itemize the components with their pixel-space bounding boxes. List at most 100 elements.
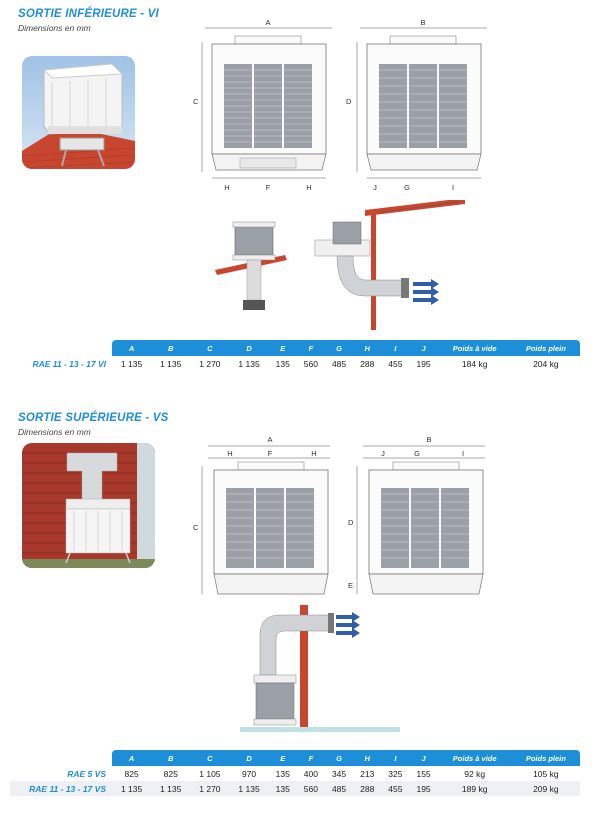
table-cell: 455 [381,781,410,796]
dim-label-b: B [420,18,425,27]
dim-label-f: F [266,183,271,192]
table-cell: 1 270 [190,781,230,796]
table-cell: 825 [163,768,178,779]
dim-label-c: C [193,97,199,106]
dim-label-f: F [268,449,273,458]
dim-label-h-left: H [227,449,232,458]
col-header: I [381,750,410,766]
table-cell: 560 [296,781,325,796]
col-header: Poids plein [511,340,580,356]
table-cell: 288 [360,358,375,369]
model-name: RAE 11 - 13 - 17 VI [32,358,106,369]
col-header: J [409,750,438,766]
table-cell: 135 [268,781,297,796]
table-cell: 184 kg [461,358,488,369]
table-cell: 1 105 [199,768,221,779]
section-vs-subtitle: Dimensions en mm [18,427,91,437]
table-cell: 1 135 [238,358,260,369]
dim-label-a: A [267,435,272,444]
col-header: B [151,750,191,766]
col-header: C [190,340,230,356]
col-header: E [268,340,297,356]
table-header-row: A B C D E F G H I J Poids à vide Poids p… [10,750,580,766]
table-cell: 105 kg [533,768,559,779]
col-header: F [296,340,325,356]
col-header: B [151,340,191,356]
installation-diagram-vi [215,200,465,330]
col-header: Poids plein [511,750,580,766]
col-header: H [353,750,382,766]
model-name: RAE 11 - 13 - 17 VS [10,781,112,796]
col-header: Poids à vide [437,750,512,766]
table-cell: 155 [416,768,431,779]
dim-label-c: C [193,523,199,532]
col-header: A [112,340,152,356]
table-cell: 1 270 [199,358,221,369]
table-cell: 1 135 [151,781,191,796]
dim-label-d: D [346,97,352,106]
table-cell: 135 [275,768,290,779]
installation-diagram-vs [240,605,400,732]
dim-label-g: G [404,183,410,192]
side-view-drawing-vs: B J G I D E [348,435,485,595]
section-vs-title: SORTIE SUPÉRIEURE - VS [18,412,169,424]
table-cell: 485 [324,781,354,796]
col-header: I [381,340,410,356]
table-cell: 1 135 [112,781,152,796]
table-cell: 825 [124,768,139,779]
col-header: F [296,750,325,766]
dim-label-e: E [348,581,353,590]
dim-label-h-right: H [311,449,316,458]
side-view-drawing-vi: B D J G I [346,18,487,192]
dim-label-d: D [348,518,354,527]
table-cell: 325 [388,768,403,779]
table-cell: 92 kg [464,768,486,779]
col-header: C [190,750,230,766]
table-cell: 970 [241,768,257,779]
dim-label-j: J [373,183,377,192]
table-cell: 345 [331,768,347,779]
front-view-drawing-vs: A H F H C [193,435,330,595]
dim-label-h-left: H [224,183,229,192]
table-cell: 135 [275,358,290,369]
table-cell: 195 [409,781,438,796]
front-view-drawing-vi: A C H F H [193,18,332,192]
col-header: E [268,750,297,766]
dim-label-b: B [426,435,431,444]
dim-label-a: A [265,18,270,27]
table-cell: 213 [360,768,375,779]
section-vi-subtitle: Dimensions en mm [18,23,91,33]
col-header: H [353,340,382,356]
table-cell: 400 [303,768,318,779]
product-photo-vi [22,56,135,169]
table-cell: 560 [303,358,318,369]
table-row: RAE 11 - 13 - 17 VI 1 135 1 135 1 270 1 … [10,356,580,371]
table-cell: 1 135 [229,781,269,796]
col-header: J [409,340,438,356]
table-header-row: A B C D E F G H I J Poids à vide Poids p… [10,340,580,356]
table-row: RAE 11 - 13 - 17 VS 1 135 1 135 1 270 1 … [10,781,580,796]
dim-label-i: I [462,449,464,458]
dim-label-g: G [414,449,420,458]
col-header: Poids à vide [437,340,512,356]
table-cell: 195 [416,358,431,369]
table-cell: 1 135 [160,358,182,369]
table-cell: 288 [353,781,382,796]
col-header: D [229,340,269,356]
table-cell: 204 kg [533,358,559,369]
dim-label-j: J [381,449,385,458]
product-photo-vs [22,443,155,568]
table-cell: 485 [331,358,347,369]
col-header: D [229,750,269,766]
table-row: RAE 5 VS 825 825 1 105 970 135 400 345 2… [10,766,580,781]
col-header: G [324,750,354,766]
dim-label-i: I [452,183,454,192]
spec-table-vi: A B C D E F G H I J Poids à vide Poids p… [10,340,580,371]
col-header: G [324,340,354,356]
dim-label-h-right: H [306,183,311,192]
table-cell: 1 135 [120,358,143,369]
table-cell: 209 kg [511,781,580,796]
model-name: RAE 5 VS [67,768,106,779]
spec-table-vs: A B C D E F G H I J Poids à vide Poids p… [10,750,580,796]
section-vi-title: SORTIE INFÉRIEURE - VI [18,8,159,20]
